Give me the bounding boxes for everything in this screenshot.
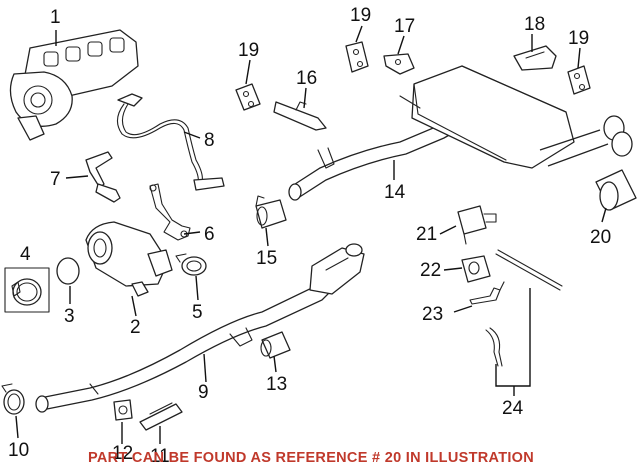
part-20-exhaust-tip bbox=[595, 169, 637, 211]
part-16-heat-shield bbox=[273, 101, 327, 131]
part-10-clamp bbox=[1, 383, 25, 415]
callout-13: 13 bbox=[266, 374, 287, 395]
callout-20: 20 bbox=[590, 227, 611, 248]
part-18-bracket bbox=[513, 45, 557, 71]
part-4-clamp-kit bbox=[4, 267, 50, 313]
part-24-vacuum-lines bbox=[485, 249, 563, 367]
part-14-intermediate-pipe bbox=[288, 117, 459, 201]
part-21-valve bbox=[457, 205, 497, 245]
rear-muffler bbox=[399, 65, 633, 169]
callout-14: 14 bbox=[384, 182, 406, 203]
callout-10: 10 bbox=[8, 440, 29, 461]
callout-15: 15 bbox=[256, 248, 277, 269]
callout-4: 4 bbox=[20, 244, 31, 265]
part-12-hanger bbox=[113, 399, 133, 421]
part-11-heat-shield bbox=[139, 402, 183, 431]
callout-18: 18 bbox=[524, 14, 545, 35]
callout-16: 16 bbox=[296, 68, 317, 89]
part-22-actuator bbox=[461, 255, 491, 283]
callout-1: 1 bbox=[50, 7, 61, 28]
callout-5: 5 bbox=[192, 302, 203, 323]
part-23-bracket bbox=[469, 281, 505, 305]
callout-11: 11 bbox=[150, 446, 170, 467]
callout-19-left: 19 bbox=[238, 40, 259, 61]
part-8-oxygen-sensor bbox=[116, 93, 225, 191]
part-19-hanger-left bbox=[235, 83, 261, 111]
callout-23: 23 bbox=[422, 304, 443, 325]
part-5-clamp bbox=[175, 253, 207, 276]
callout-9: 9 bbox=[198, 382, 209, 403]
callout-22: 22 bbox=[420, 260, 441, 281]
part-19-hanger-middle bbox=[345, 41, 369, 73]
part-7-oxygen-sensor bbox=[85, 151, 121, 203]
part-15-hanger bbox=[255, 195, 287, 229]
leader-lines bbox=[15, 25, 607, 444]
callout-19-right: 19 bbox=[568, 28, 589, 49]
part-17-bracket bbox=[383, 53, 415, 75]
callout-19-middle: 19 bbox=[350, 5, 371, 26]
callout-7: 7 bbox=[50, 169, 61, 190]
part-1-exhaust-manifold bbox=[9, 29, 139, 141]
callout-3: 3 bbox=[64, 306, 75, 327]
callout-6: 6 bbox=[204, 224, 215, 245]
callout-2: 2 bbox=[130, 317, 141, 338]
callout-21: 21 bbox=[416, 224, 437, 245]
part-19-hanger-right bbox=[567, 65, 591, 95]
callout-12: 12 bbox=[112, 443, 133, 464]
part-9-front-pipe bbox=[35, 243, 365, 413]
part-2-catalytic-converter bbox=[85, 221, 173, 297]
callout-8: 8 bbox=[204, 130, 215, 151]
part-3-gasket bbox=[56, 257, 80, 285]
callout-labels: 1 2 3 4 5 6 7 8 9 10 11 12 13 14 15 16 1… bbox=[8, 5, 611, 467]
parts-caption: PART CAN BE FOUND AS REFERENCE # 20 IN I… bbox=[88, 450, 534, 466]
callout-17: 17 bbox=[394, 16, 415, 37]
callout-24: 24 bbox=[502, 398, 524, 419]
part-13-insulator bbox=[260, 331, 291, 359]
part-6-bracket bbox=[149, 183, 191, 241]
